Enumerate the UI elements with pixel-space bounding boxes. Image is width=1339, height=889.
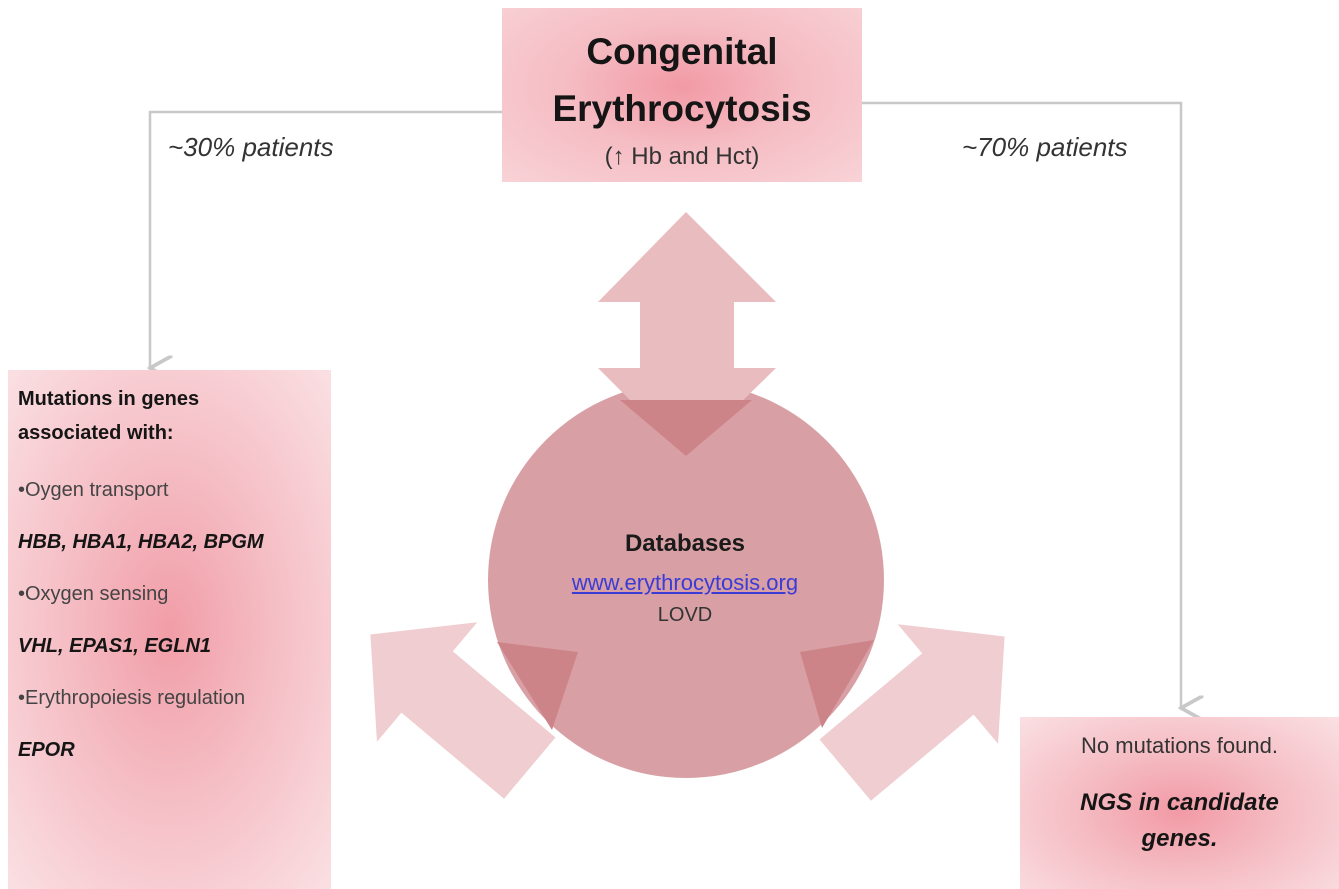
lovd-label: LOVD bbox=[657, 604, 713, 626]
databases-label: Databases www.erythrocytosis.org LOVD bbox=[520, 530, 850, 627]
group-oxygen-transport-genes: HBB, HBA1, HBA2, BPGM bbox=[18, 531, 264, 553]
group-oxygen-transport-label: •Oygen transport bbox=[18, 479, 169, 501]
mutations-heading-line2: associated with: bbox=[18, 422, 174, 444]
group-oxygen-sensing-genes: VHL, EPAS1, EGLN1 bbox=[18, 635, 212, 657]
left-arrow-overlap bbox=[497, 642, 578, 730]
top-arrow-overlap bbox=[620, 400, 752, 456]
right-arrow bbox=[819, 624, 1005, 801]
mutations-heading-line1: Mutations in genes bbox=[18, 388, 200, 410]
top-double-arrow bbox=[598, 212, 776, 456]
right-branch-label: ~70% patients bbox=[962, 132, 1128, 162]
left-arrow bbox=[370, 622, 556, 799]
mutations-box: Mutations in genes associated with: •Oyg… bbox=[8, 370, 331, 889]
left-connector bbox=[150, 110, 502, 368]
no-mutations-box: No mutations found. NGS in candidate gen… bbox=[1020, 717, 1339, 889]
erythrocytosis-link[interactable]: www.erythrocytosis.org bbox=[571, 570, 799, 595]
group-oxygen-sensing-label: •Oxygen sensing bbox=[18, 583, 169, 605]
mutations-heading: Mutations in genes associated with: bbox=[18, 382, 321, 450]
ngs-action: NGS in candidate genes. bbox=[1020, 785, 1339, 857]
databases-title: Databases bbox=[624, 530, 746, 557]
database-circle bbox=[488, 382, 884, 778]
top-title-line2: Erythrocytosis bbox=[552, 88, 812, 129]
congenital-erythrocytosis-box: Congenital Erythrocytosis (↑ Hb and Hct) bbox=[502, 8, 862, 182]
ngs-action-line1: NGS in candidate bbox=[1080, 789, 1279, 816]
top-title-line1: Congenital bbox=[586, 31, 778, 72]
right-arrow-overlap bbox=[800, 640, 874, 728]
right-connector bbox=[862, 101, 1181, 708]
no-mutations-status: No mutations found. bbox=[1081, 733, 1278, 758]
group-erythropoiesis-label: •Erythropoiesis regulation bbox=[18, 687, 246, 709]
top-subtitle: (↑ Hb and Hct) bbox=[604, 143, 760, 170]
left-branch-label: ~30% patients bbox=[168, 132, 334, 162]
ngs-action-line2: genes. bbox=[1141, 825, 1218, 852]
top-title: Congenital Erythrocytosis bbox=[502, 8, 862, 137]
group-erythropoiesis-genes: EPOR bbox=[18, 739, 75, 761]
